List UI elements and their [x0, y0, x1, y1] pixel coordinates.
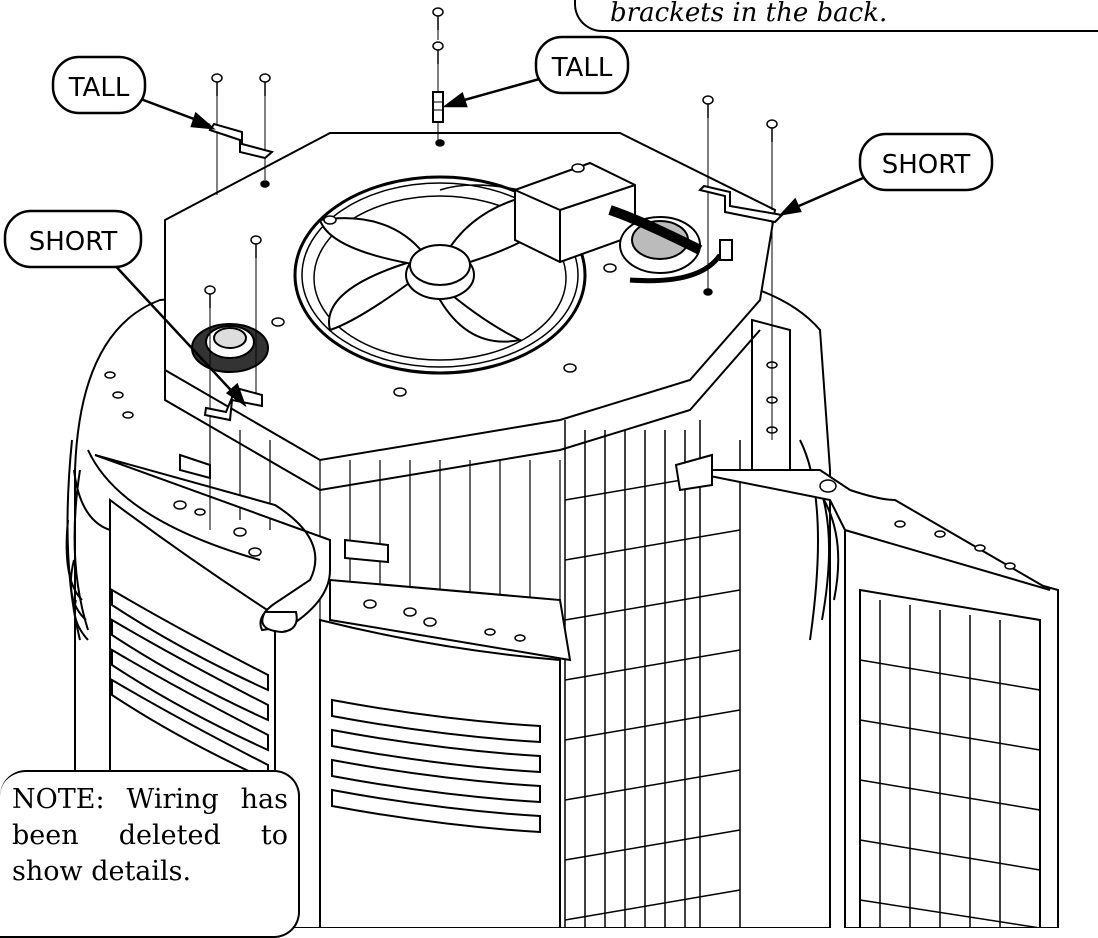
tall-spacer — [432, 91, 444, 123]
tall-bracket-left — [208, 122, 275, 160]
callout-short-right: SHORT — [858, 132, 994, 192]
note-word: has — [240, 784, 288, 815]
instruction-note: brackets in the back. — [574, 0, 1098, 32]
top-plate-holes — [260, 139, 713, 397]
callout-arrows — [109, 76, 871, 408]
note-word: Wiring — [126, 784, 219, 815]
callout-label: TALL — [68, 73, 130, 103]
callout-label: SHORT — [882, 150, 971, 180]
note-word: been — [12, 820, 79, 851]
side-louvers-left — [65, 439, 89, 641]
bracket-holes — [104, 361, 1016, 642]
wiring-note-line-3: show details. — [12, 856, 192, 887]
right-panel — [844, 528, 1059, 928]
mounting-brackets — [94, 318, 1051, 662]
note-word: to — [260, 820, 288, 851]
callout-label: SHORT — [29, 227, 118, 257]
screws — [204, 7, 778, 308]
callout-tall-left: TALL — [51, 55, 147, 115]
callout-label: TALL — [551, 53, 613, 83]
instruction-note-text: brackets in the back. — [610, 0, 888, 28]
callout-tall-center: TALL — [534, 35, 630, 95]
wiring-note: NOTE: Wiring has been deleted to show de… — [0, 770, 300, 938]
fan-hub — [405, 244, 475, 300]
wiring-note-line-2: been deleted to — [12, 818, 288, 854]
callout-short-left: SHORT — [3, 209, 143, 269]
wiring-note-line-1: NOTE: Wiring has — [12, 782, 288, 818]
short-bracket-left — [203, 386, 263, 422]
note-word: NOTE: — [12, 784, 105, 815]
small-motor-left — [191, 323, 269, 373]
alignment-lines — [209, 22, 773, 530]
small-motor-right — [608, 205, 733, 284]
note-word: deleted — [118, 820, 221, 851]
center-panel — [319, 618, 561, 928]
